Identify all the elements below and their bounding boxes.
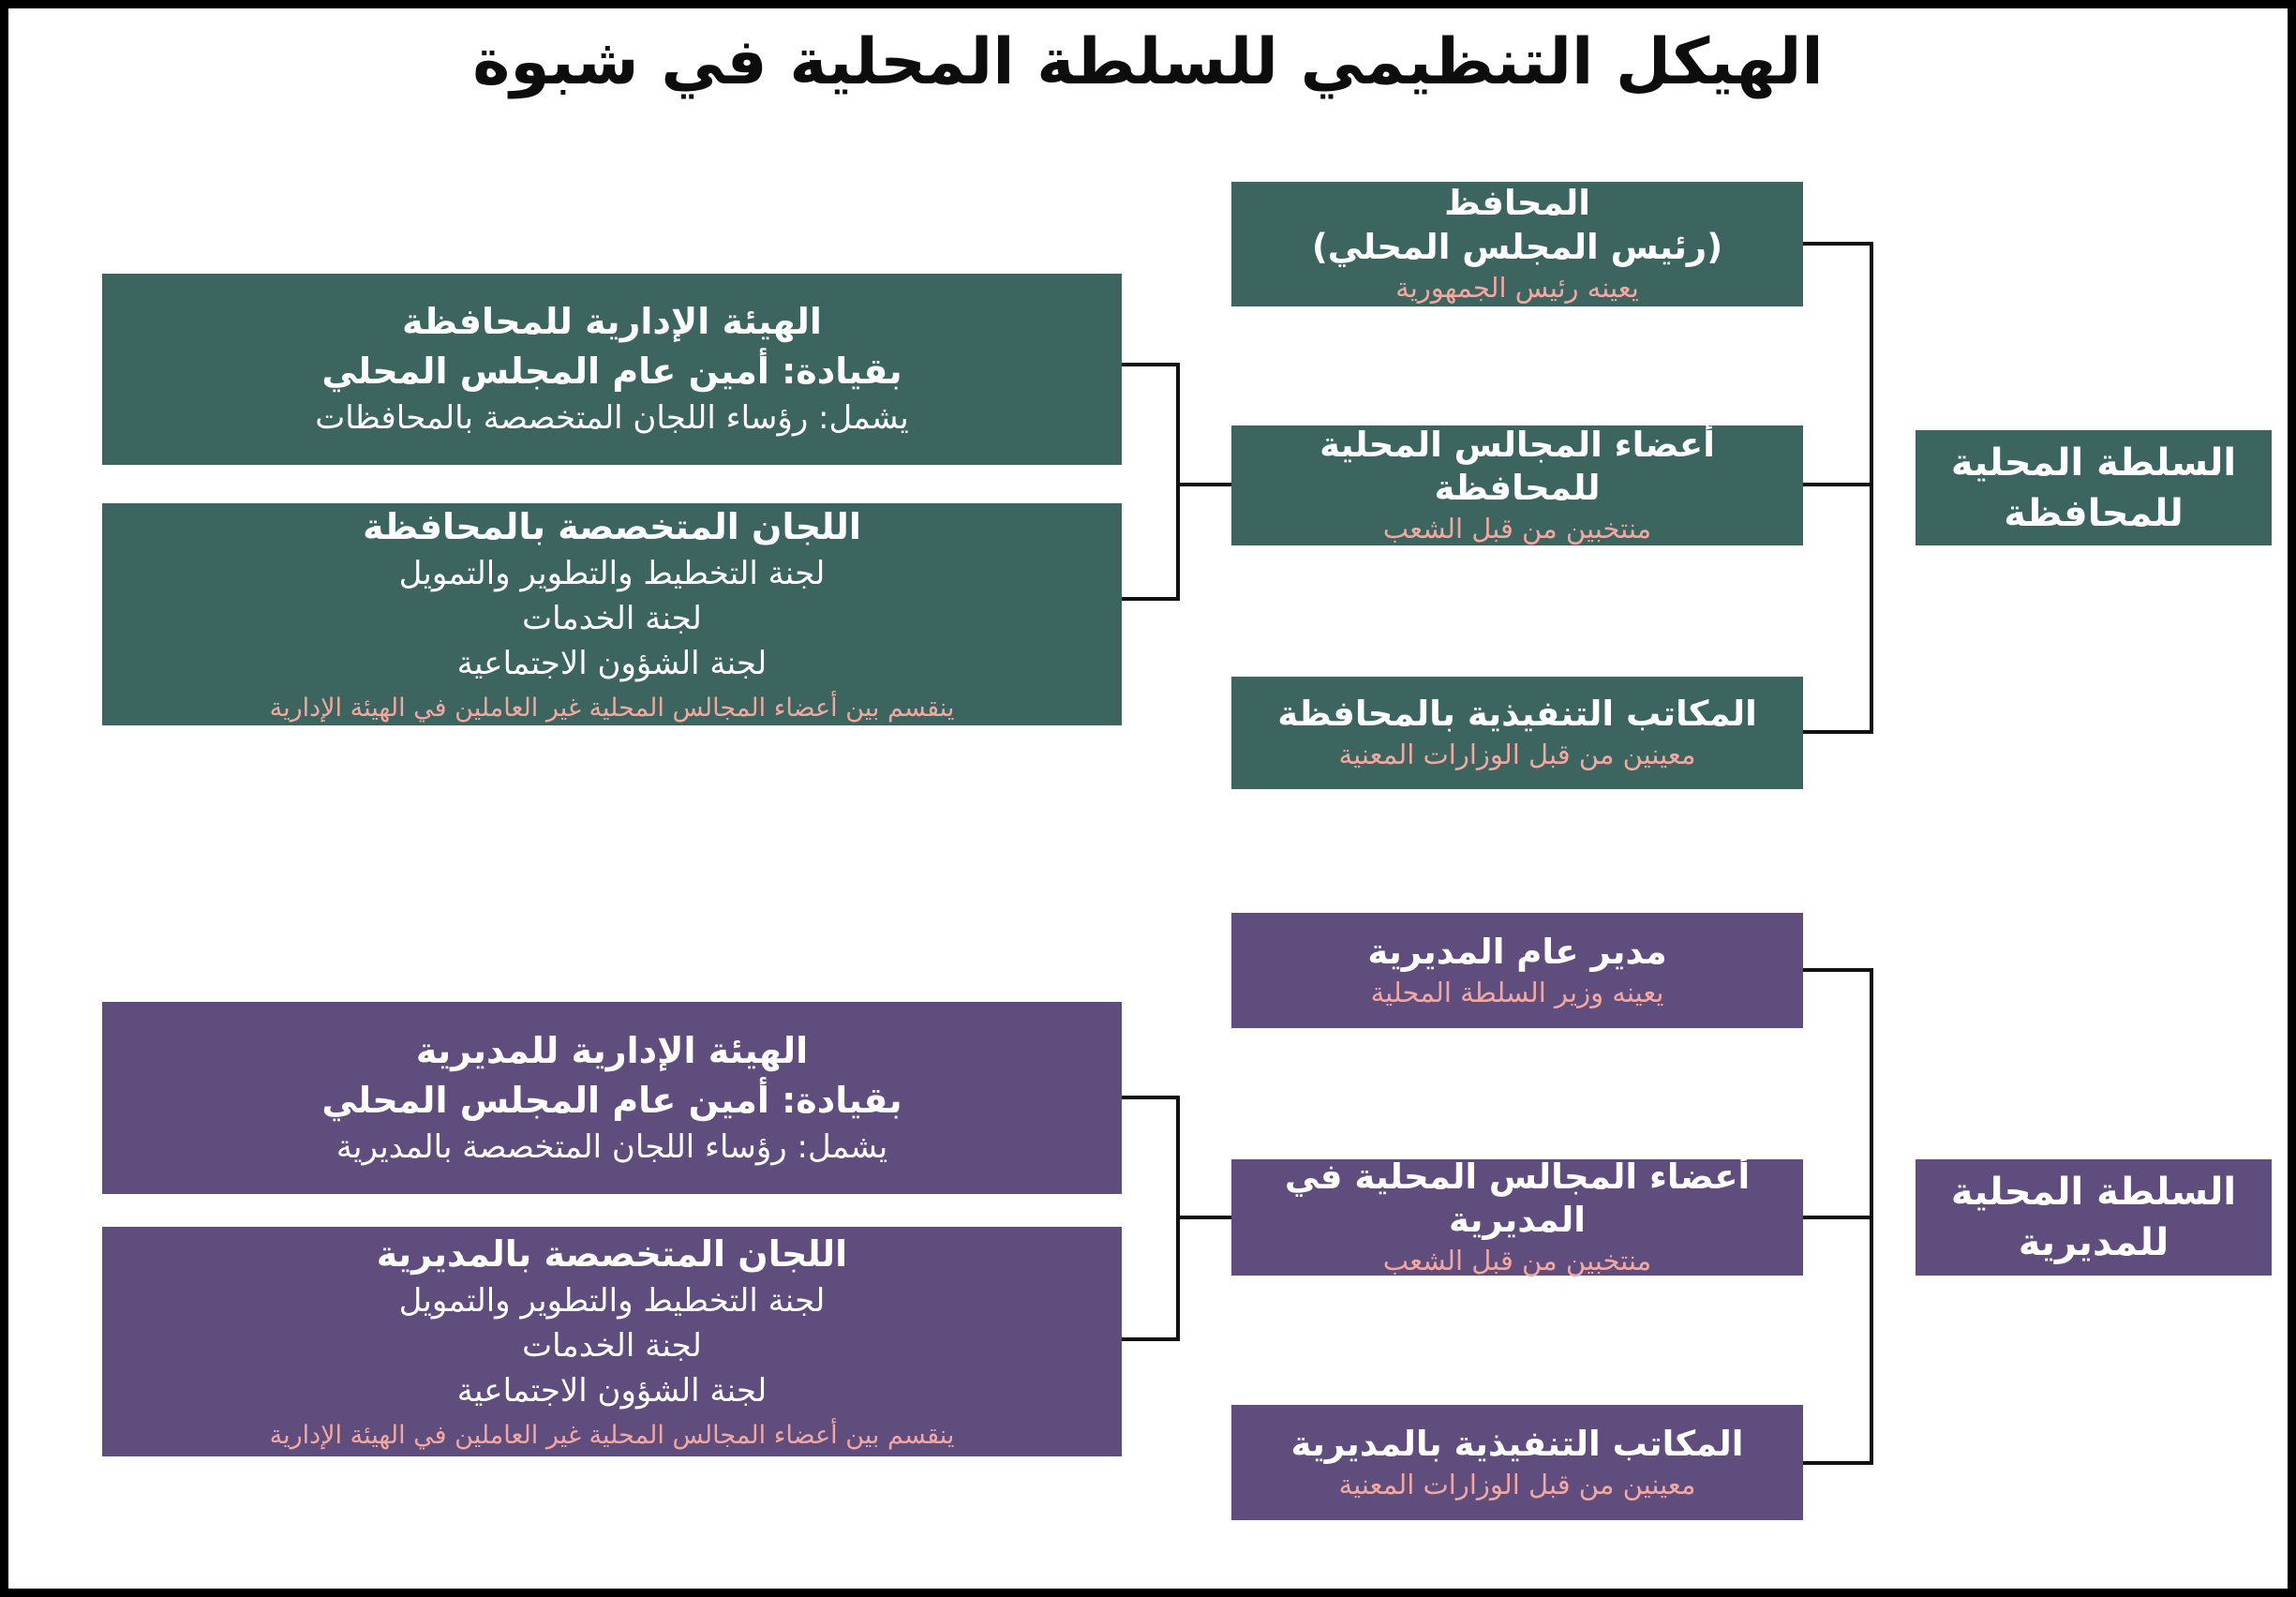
connector-director-right [1803, 968, 1870, 972]
box-committees-district-note: ينقسم بين أعضاء المجالس المحلية غير العا… [269, 1421, 955, 1451]
box-admin-body-district-includes: يشمل: رؤساء اللجان المتخصصة بالمديرية [335, 1127, 888, 1166]
box-committees-district-title: اللجان المتخصصة بالمديرية [376, 1233, 848, 1276]
connector-left-bracket-governorate [1176, 363, 1180, 601]
connector-council-right-district [1803, 1216, 1870, 1219]
connector-stub-council-governorate [1180, 483, 1231, 486]
box-governor-note: يعينه رئيس الجمهورية [1395, 271, 1639, 304]
label-governorate-authority-text: السلطة المحلية للمحافظة [1950, 440, 2237, 535]
connector-admin-governorate [1122, 363, 1176, 366]
box-council-members-district-title: أعضاء المجالس المحلية في المديرية [1284, 1156, 1751, 1241]
label-governorate-authority: السلطة المحلية للمحافظة [1916, 430, 2272, 545]
box-admin-body-governorate-leadership: بقيادة: أمين عام المجلس المحلي [321, 351, 902, 393]
box-council-members-district-note: منتخبين من قبل الشعب [1382, 1245, 1652, 1277]
box-executive-offices-district-title: المكاتب التنفيذية بالمديرية [1290, 1423, 1744, 1464]
box-council-members-governorate-title: أعضاء المجالس المحلية للمحافظة [1319, 424, 1715, 509]
box-council-members-district: أعضاء المجالس المحلية في المديرية منتخبي… [1231, 1156, 1803, 1277]
box-committees-district: اللجان المتخصصة بالمديرية لجنة التخطيط و… [102, 1227, 1122, 1456]
connector-committees-governorate [1122, 597, 1176, 601]
box-admin-body-governorate: الهيئة الإدارية للمحافظة بقيادة: أمين عا… [102, 274, 1122, 465]
committee-item: لجنة الشؤون الاجتماعية [456, 644, 768, 682]
box-council-members-governorate: أعضاء المجالس المحلية للمحافظة منتخبين م… [1231, 425, 1803, 545]
box-executive-offices-governorate-title: المكاتب التنفيذية بالمحافظة [1277, 694, 1757, 735]
box-director-general: مدير عام المديرية يعينه وزير السلطة المح… [1231, 913, 1803, 1028]
box-council-members-governorate-note: منتخبين من قبل الشعب [1382, 513, 1652, 545]
connector-offices-right-governorate [1803, 730, 1870, 734]
box-admin-body-governorate-includes: يشمل: رؤساء اللجان المتخصصة بالمحافظات [315, 399, 909, 438]
label-district-authority-text: السلطة المحلية للمديرية [1950, 1171, 2237, 1264]
box-admin-body-district-leadership: بقيادة: أمين عام المجلس المحلي [321, 1079, 902, 1121]
connector-admin-district [1122, 1096, 1176, 1099]
connector-right-bracket-governorate [1870, 242, 1873, 734]
connector-stub-council-district [1180, 1216, 1231, 1219]
connector-offices-right-district [1803, 1461, 1870, 1465]
box-governor-subtitle: (رئيس المجلس المحلي) [1311, 226, 1723, 267]
connector-council-right-governorate [1803, 483, 1870, 486]
connector-right-bracket-district [1870, 968, 1873, 1465]
committee-item: لجنة الخدمات [522, 1327, 702, 1366]
committee-item: لجنة الخدمات [522, 600, 702, 638]
box-governor-title: المحافظ [1444, 183, 1590, 224]
box-committees-governorate-title: اللجان المتخصصة بالمحافظة [363, 506, 861, 548]
connector-committees-district [1122, 1337, 1176, 1341]
box-committees-governorate-note: ينقسم بين أعضاء المجالس المحلية غير العا… [269, 694, 955, 724]
box-admin-body-district: الهيئة الإدارية للمديرية بقيادة: أمين عا… [102, 1002, 1122, 1194]
box-committees-governorate: اللجان المتخصصة بالمحافظة لجنة التخطيط و… [102, 503, 1122, 725]
connector-governor-right [1803, 242, 1870, 246]
page-title: الهيكل التنظيمي للسلطة المحلية في شبوة [472, 25, 1824, 99]
box-executive-offices-governorate: المكاتب التنفيذية بالمحافظة معينين من قب… [1231, 677, 1803, 789]
box-director-general-title: مدير عام المديرية [1367, 931, 1667, 972]
box-executive-offices-district-note: معينين من قبل الوزارات المعنية [1338, 1468, 1696, 1500]
box-executive-offices-district: المكاتب التنفيذية بالمديرية معينين من قب… [1231, 1405, 1803, 1520]
committee-item: لجنة التخطيط والتطوير والتمويل [398, 555, 826, 593]
box-admin-body-governorate-title: الهيئة الإدارية للمحافظة [402, 301, 822, 343]
committee-item: لجنة التخطيط والتطوير والتمويل [398, 1282, 826, 1321]
label-district-authority: السلطة المحلية للمديرية [1916, 1159, 2272, 1276]
box-admin-body-district-title: الهيئة الإدارية للمديرية [415, 1029, 809, 1071]
box-governor: المحافظ (رئيس المجلس المحلي) يعينه رئيس … [1231, 182, 1803, 306]
box-executive-offices-governorate-note: معينين من قبل الوزارات المعنية [1338, 739, 1696, 771]
connector-left-bracket-district [1176, 1096, 1180, 1341]
committee-item: لجنة الشؤون الاجتماعية [456, 1371, 768, 1410]
box-director-general-note: يعينه وزير السلطة المحلية [1370, 976, 1664, 1008]
